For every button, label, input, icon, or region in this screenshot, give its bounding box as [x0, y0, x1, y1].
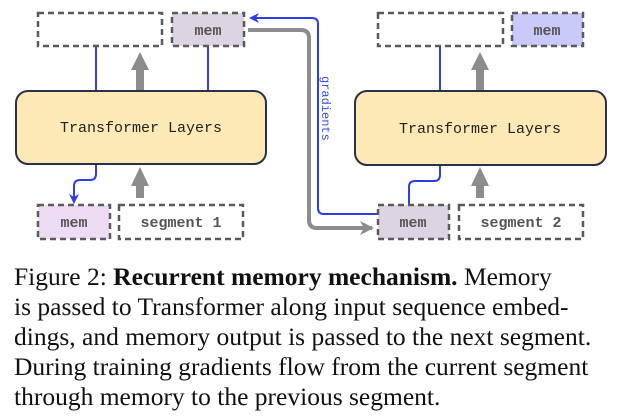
caption-line-3: dings, and memory output is passed to th… [14, 322, 592, 351]
segment-2-label: segment 2 [480, 215, 561, 232]
left-output-sequence-box [36, 11, 164, 48]
right-input-mem-label: mem [399, 215, 426, 232]
caption-line-4: During training gradients flow from the … [14, 352, 589, 381]
right-mem-input-path [408, 166, 441, 205]
caption-line-1: Figure 2: Recurrent memory mechanism. Me… [14, 262, 614, 292]
figure-caption: Figure 2: Recurrent memory mechanism. Me… [14, 262, 614, 412]
right-unit: mem Transformer Layers mem segment 2 [354, 11, 607, 241]
right-output-sequence-box [376, 11, 505, 48]
left-transformer-label: Transformer Layers [60, 120, 222, 137]
gradient-flow-arrow [249, 13, 377, 215]
left-input-mem-box [36, 203, 112, 241]
right-up-arrow-input-icon [471, 167, 489, 198]
left-output-mem-label: mem [194, 23, 221, 40]
left-unit: mem Transformer Layers mem segment 1 [15, 11, 267, 241]
gradients-label: gradients [318, 76, 332, 141]
segment-1-label: segment 1 [140, 215, 221, 232]
right-output-mem-box [510, 11, 585, 48]
memory-pass-arrow [248, 28, 374, 235]
right-output-mem-label: mem [533, 23, 560, 40]
segment-1-box [117, 203, 245, 241]
right-transformer-label: Transformer Layers [399, 121, 561, 138]
left-transformer-layers-box [15, 90, 267, 165]
left-up-arrow-input-icon [131, 167, 149, 198]
right-up-arrow-output-icon [471, 52, 489, 90]
right-input-mem-box [376, 203, 451, 241]
right-transformer-layers-box [354, 90, 607, 166]
caption-line-2: is passed to Transformer along input seq… [14, 292, 569, 321]
left-mem-feedback-path [69, 165, 97, 204]
left-output-mem-box [170, 11, 246, 48]
caption-line-5: through memory to the previous segment. [14, 382, 441, 411]
left-up-arrow-output-icon [131, 52, 149, 90]
segment-2-box [457, 203, 585, 241]
caption-line-1-tail: Memory [457, 262, 552, 291]
left-input-mem-label: mem [60, 215, 87, 232]
caption-title: Recurrent memory mechanism. [113, 262, 458, 291]
caption-prefix: Figure 2: [14, 262, 114, 291]
recurrent-memory-diagram: mem Transformer Layers mem segment 1 gra… [15, 11, 607, 241]
